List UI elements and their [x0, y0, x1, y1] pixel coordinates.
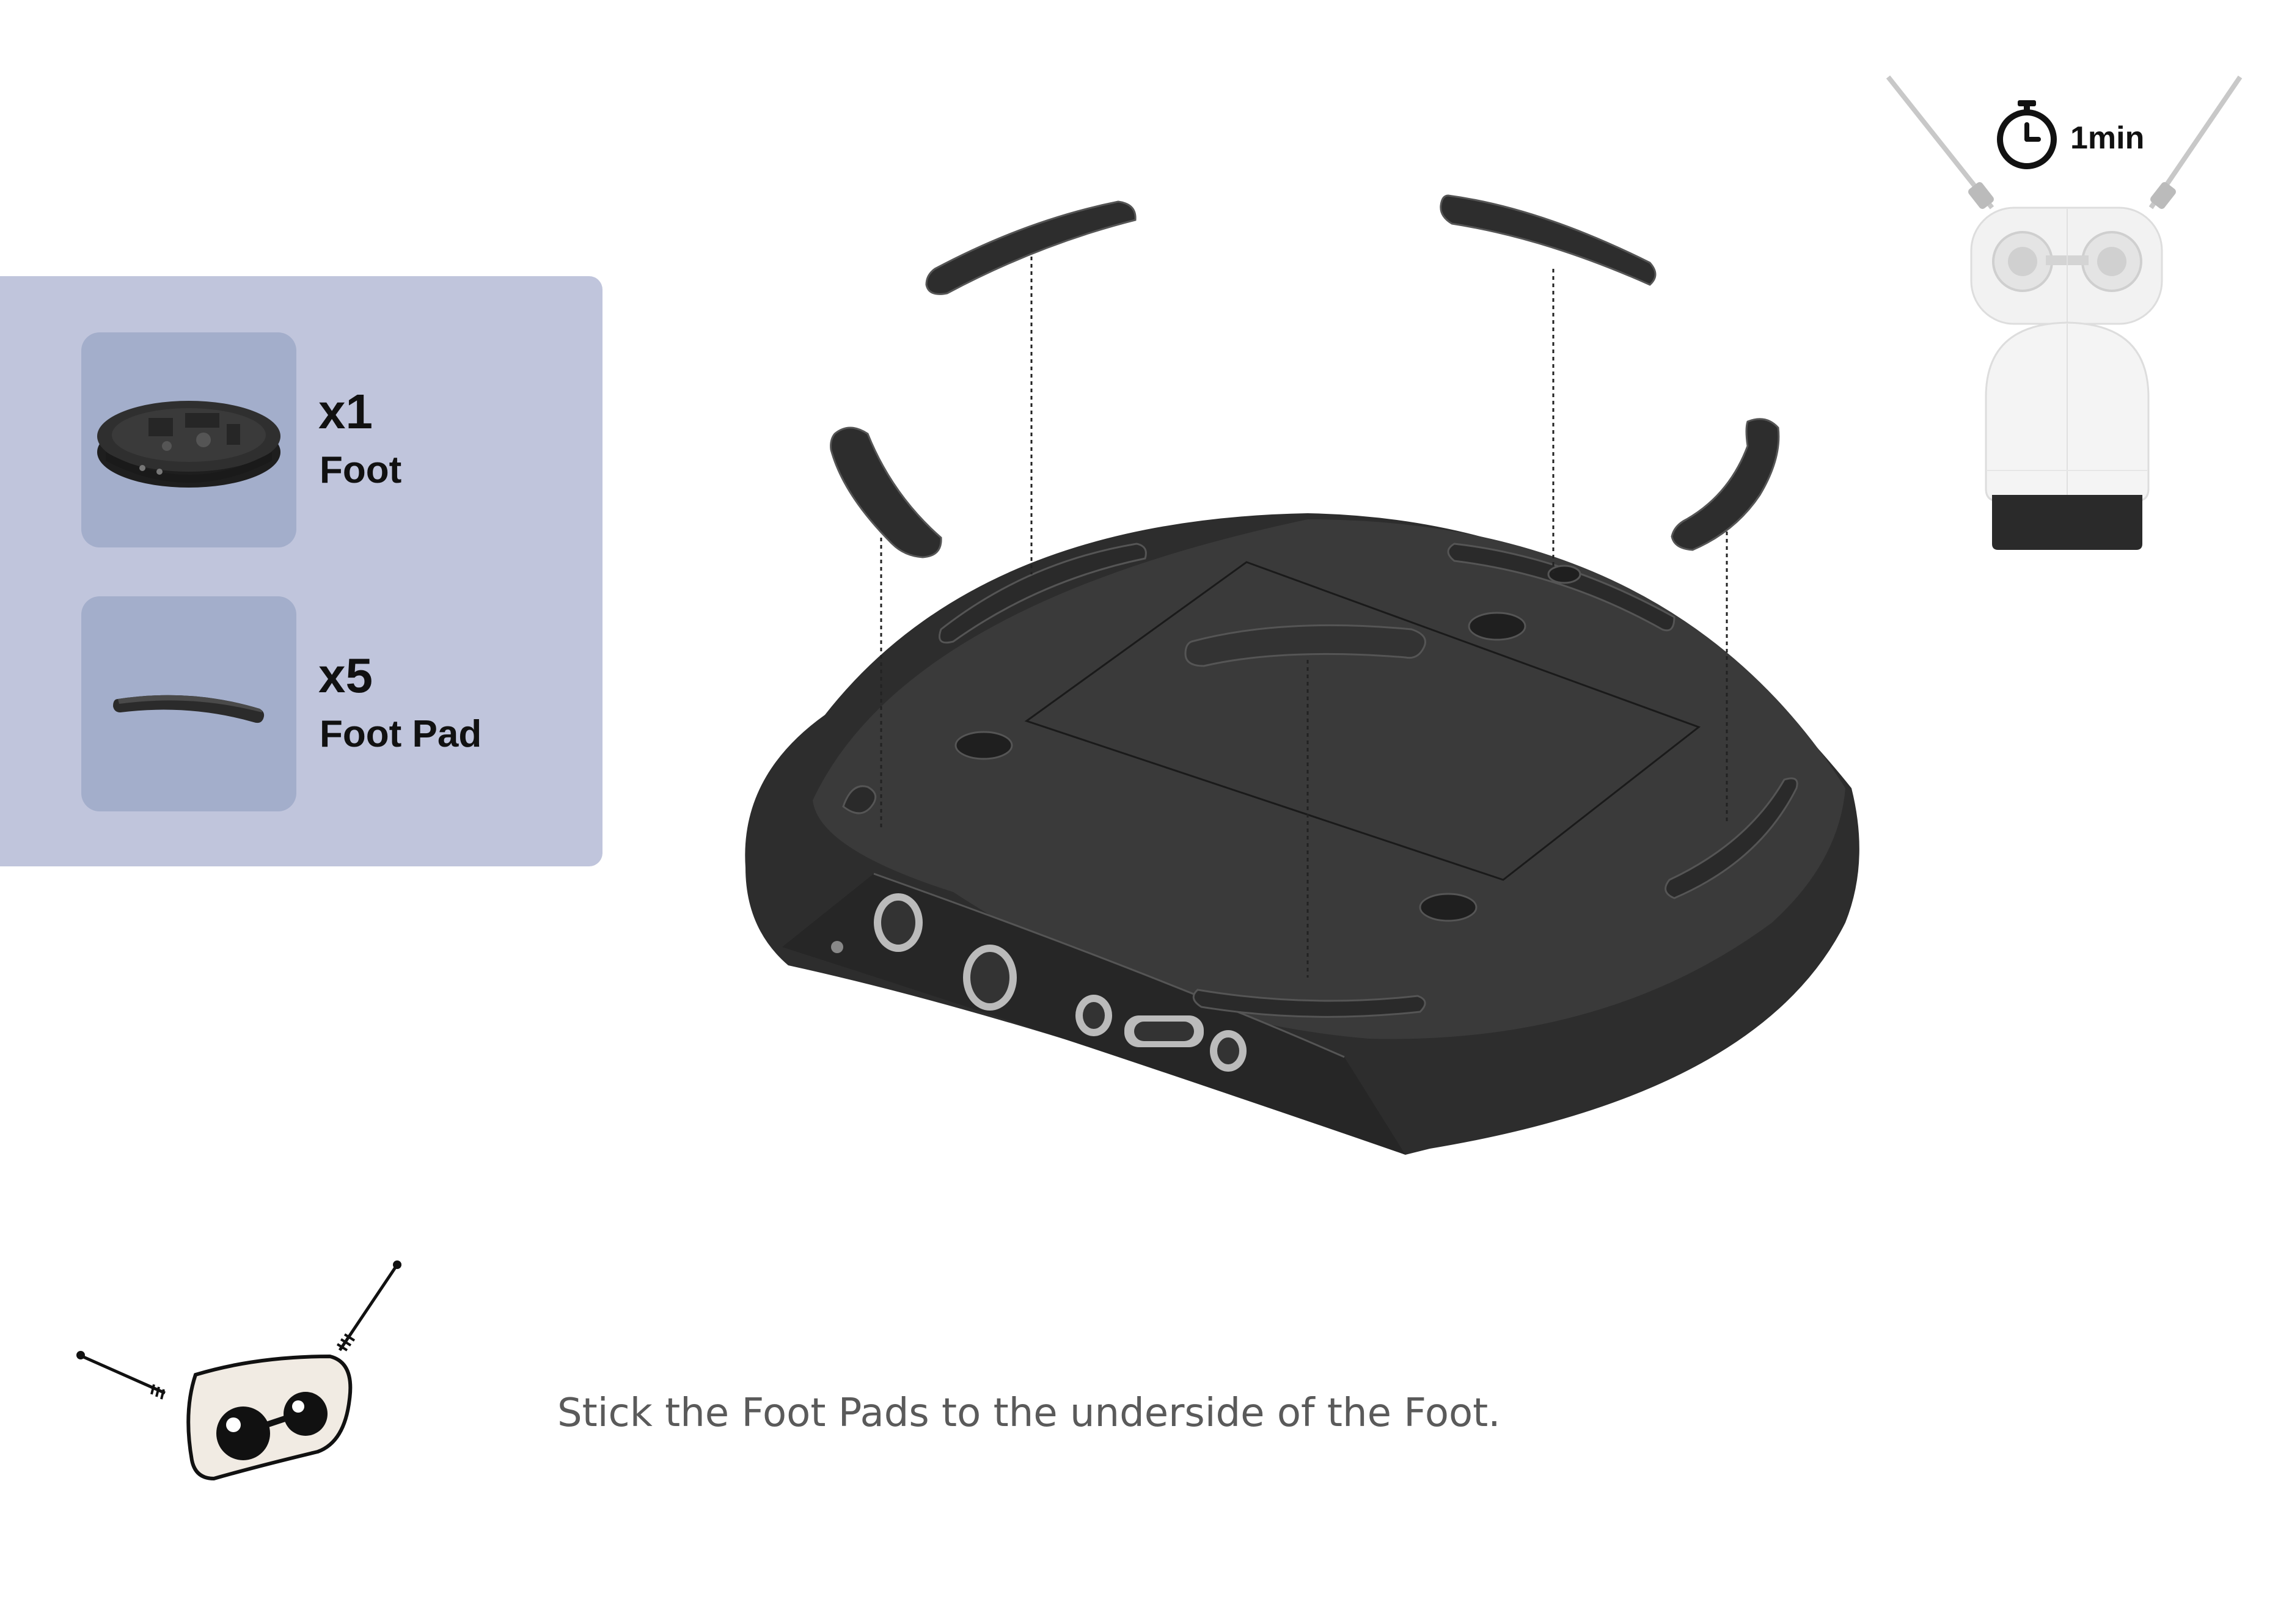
instruction-text: Stick the Foot Pads to the underside of … [557, 1391, 1501, 1436]
foot-pad-floating-4 [1671, 418, 1780, 551]
foot-icon [97, 401, 280, 488]
timer-label: 1min [2070, 120, 2145, 156]
foot-base [745, 513, 1859, 1155]
foot-pad-floating-1 [925, 200, 1137, 295]
part-row-foot-pad: x5 Foot Pad [81, 596, 582, 811]
part-name: Foot [320, 449, 402, 491]
stopwatch-icon [1997, 100, 2057, 169]
foot-pad-floating-3 [830, 426, 942, 558]
alignment-guide-lines [880, 257, 1728, 978]
robot-preview-image [1886, 75, 2243, 550]
part-thumbnail-foot [81, 332, 296, 547]
mascot-icon [76, 1260, 401, 1481]
part-name: Foot Pad [320, 713, 482, 755]
part-row-foot: x1 Foot [81, 332, 582, 547]
part-quantity: x5 [318, 648, 373, 703]
foot-assembly-illustration [745, 194, 1859, 1155]
foot-pad-floating-2 [1440, 194, 1657, 286]
part-quantity: x1 [318, 384, 373, 439]
part-thumbnail-foot-pad [81, 596, 296, 811]
foot-pad-placed [1184, 624, 1426, 667]
foot-pad-icon [113, 695, 265, 723]
parts-panel: x1 Foot x5 Foot Pad [0, 276, 602, 866]
